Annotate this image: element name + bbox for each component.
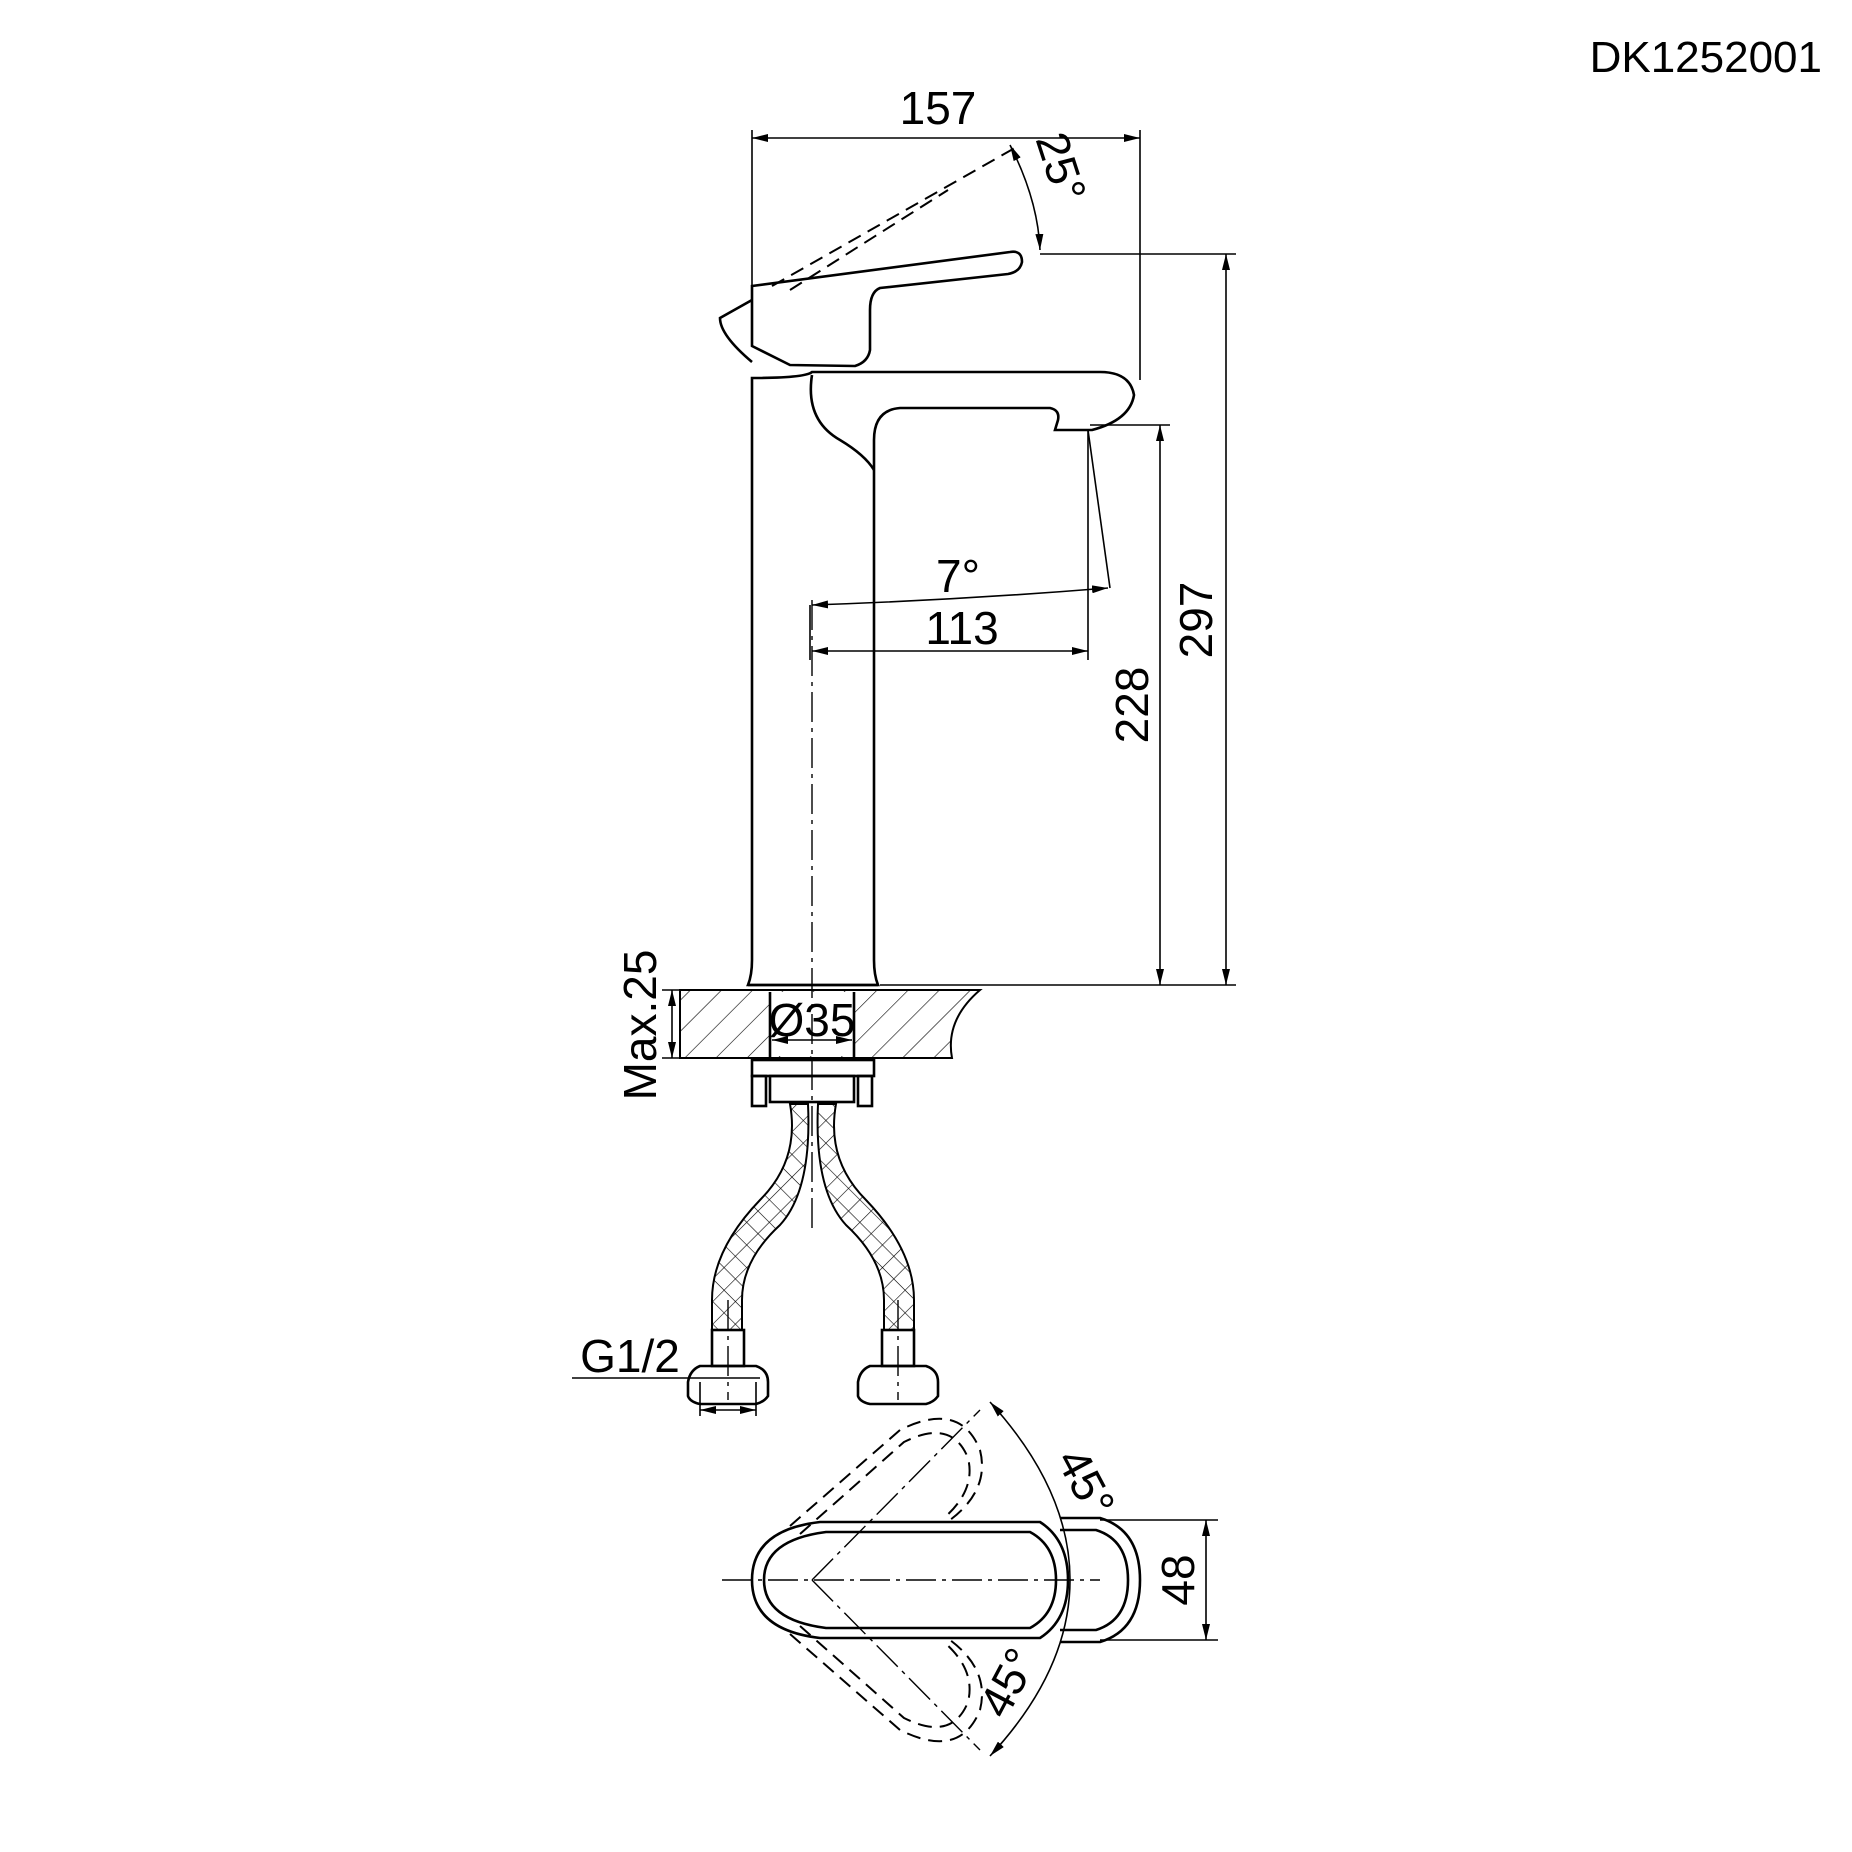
dim-rotation-right: 45° [969, 1640, 1048, 1726]
side-view-dimensions: 157 25° 297 228 7° 113 Max.25 Ø35 [572, 82, 1236, 1416]
dim-counter-thickness: Max.25 [614, 950, 666, 1101]
dim-spout-tilt: 7° [936, 550, 980, 602]
dim-spout-height: 228 [1106, 667, 1158, 744]
dim-spout-reach: 113 [925, 602, 998, 654]
dim-overall-length: 157 [900, 82, 977, 134]
model-code: DK1252001 [1590, 33, 1822, 82]
dim-body-width: 48 [1152, 1554, 1204, 1605]
dim-hose-thread: G1/2 [580, 1330, 680, 1382]
side-view [679, 144, 1136, 1406]
top-view-dimensions: 45° 45° 48 [969, 1401, 1218, 1757]
dim-overall-height: 297 [1170, 582, 1222, 659]
top-view [722, 1409, 1142, 1751]
dim-mount-diameter: Ø35 [769, 994, 856, 1046]
